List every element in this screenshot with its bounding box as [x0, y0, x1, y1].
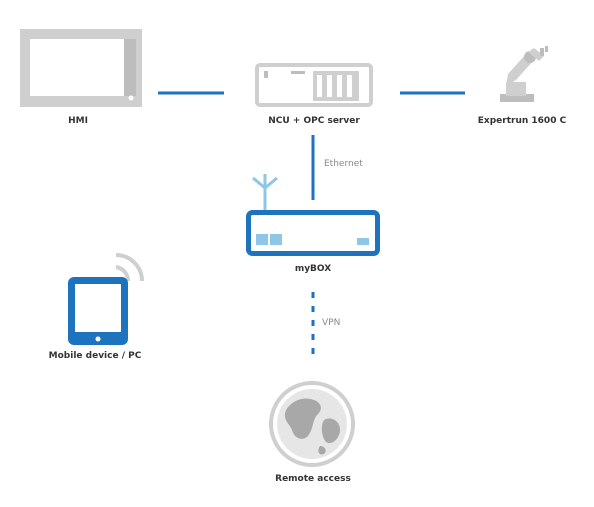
server-icon [255, 63, 373, 107]
ncu-node[interactable] [255, 63, 373, 107]
robot-node[interactable] [494, 42, 550, 104]
hmi-node[interactable] [20, 29, 142, 107]
remote-node[interactable] [268, 380, 356, 468]
tablet-icon [68, 253, 144, 345]
hmi-monitor-icon [20, 29, 142, 107]
globe-icon [269, 381, 355, 467]
hmi-label: HMI [68, 116, 88, 126]
mybox-label: myBOX [294, 264, 332, 274]
antenna-icon [248, 174, 282, 210]
vpn-label: VPN [322, 318, 341, 328]
ethernet-label: Ethernet [324, 159, 363, 169]
mobile-label: Mobile device / PC [48, 351, 142, 361]
robot-label: Expertrun 1600 C [477, 116, 567, 126]
mybox-node[interactable] [246, 210, 380, 256]
mybox-device-icon [246, 210, 380, 256]
ncu-label: NCU + OPC server [268, 116, 360, 126]
remote-label: Remote access [275, 474, 351, 484]
robot-arm-icon [500, 46, 548, 102]
mobile-node[interactable] [64, 253, 146, 347]
